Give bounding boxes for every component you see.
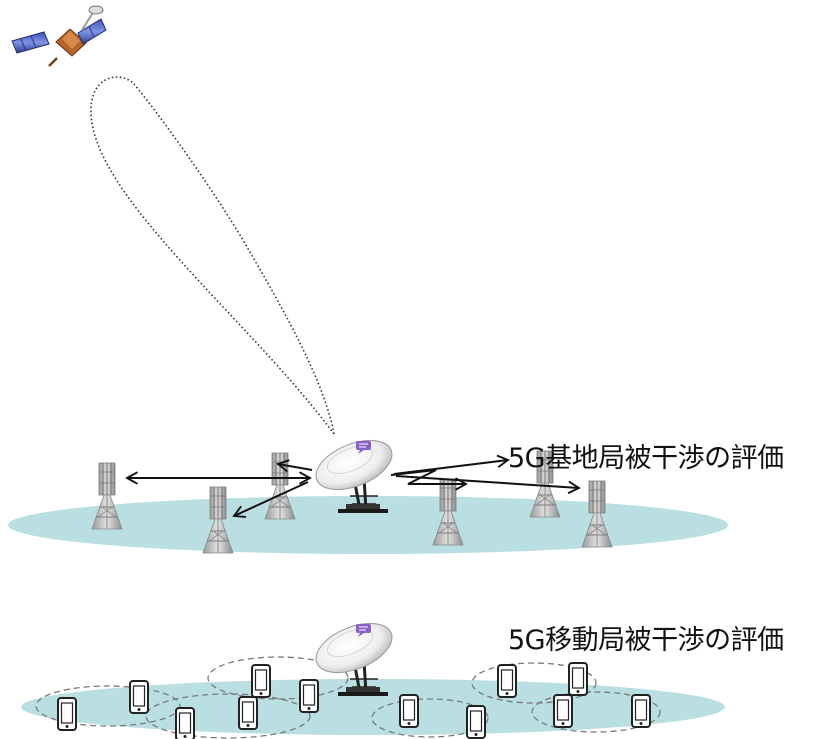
ground-area-mobile-stations bbox=[21, 679, 725, 735]
arrow-to-tower-2 bbox=[276, 459, 313, 473]
arrow-to-tower-6 bbox=[395, 475, 581, 494]
cell-coverage-circles bbox=[35, 656, 661, 739]
cell-tower-icon bbox=[91, 462, 123, 530]
smartphone-icon bbox=[568, 662, 588, 696]
arrow-to-tower-5 bbox=[393, 454, 510, 475]
satellite-icon bbox=[11, 5, 107, 67]
smartphone-icon bbox=[553, 694, 573, 728]
arrow-to-tower-3 bbox=[232, 481, 309, 518]
label-mobile-station-interference: 5G移動局被干渉の評価 bbox=[508, 625, 784, 656]
antenna-beam-pattern bbox=[90, 76, 335, 435]
smartphone-icon bbox=[299, 679, 319, 713]
interference-arrows bbox=[125, 454, 581, 518]
label-base-station-interference: 5G基地局被干渉の評価 bbox=[508, 443, 784, 474]
smartphone-icon bbox=[631, 694, 651, 728]
smartphone-icon bbox=[466, 705, 486, 739]
smartphone-icon bbox=[175, 707, 195, 739]
smartphone-icon bbox=[129, 680, 149, 714]
cell-tower-icon bbox=[264, 452, 296, 520]
smartphone-icon bbox=[399, 694, 419, 728]
smartphone-icon bbox=[238, 696, 258, 730]
smartphone-icon bbox=[497, 664, 517, 698]
smartphone-icon bbox=[57, 697, 77, 731]
smartphone-icon bbox=[251, 664, 271, 698]
